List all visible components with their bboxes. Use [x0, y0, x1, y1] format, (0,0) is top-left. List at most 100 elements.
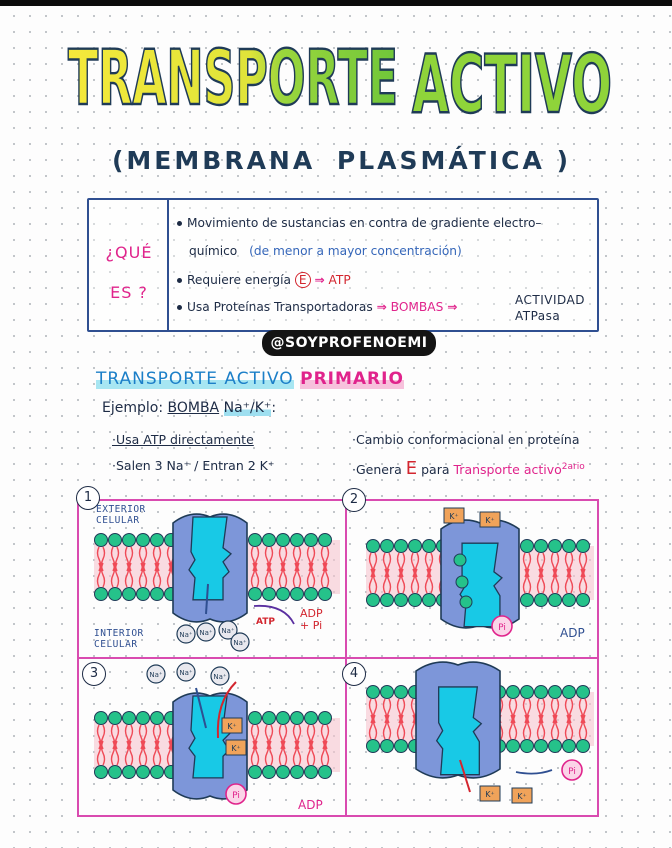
lipid-head: [123, 712, 136, 725]
na-ion: Na⁺: [179, 631, 193, 639]
lipid-head: [291, 588, 304, 601]
lipid-head: [563, 686, 576, 699]
lipid-head: [277, 588, 290, 601]
lipid-head: [577, 686, 590, 699]
lipid-head: [151, 712, 164, 725]
lipid-head: [109, 766, 122, 779]
lipid-head: [123, 588, 136, 601]
lipid-head: [563, 594, 576, 607]
lipid-head: [367, 740, 380, 753]
lipid-head: [109, 588, 122, 601]
lipid-head: [263, 588, 276, 601]
pi: Pi: [568, 767, 576, 777]
example-suffix: :: [271, 400, 276, 416]
k-ion: K⁺: [227, 722, 236, 731]
lipid-head: [305, 588, 318, 601]
subtitle-open: (MEMBRANA: [112, 146, 315, 175]
lipid-head: [137, 766, 150, 779]
title-lettering: TRANSPORTE ACTIVO: [60, 16, 620, 132]
pump-protein: [416, 662, 500, 778]
panel-number-2: 2: [342, 488, 366, 512]
lipid-head: [521, 540, 534, 553]
example-line: Ejemplo: BOMBA Na⁺/K⁺:: [102, 400, 276, 416]
interior-line1: INTERIOR: [94, 628, 144, 639]
lipid-head: [109, 712, 122, 725]
bullet3-text: Usa Proteínas Transportadoras: [187, 300, 373, 314]
lipid-head: [507, 740, 520, 753]
definition-bullet-1a: Movimiento de sustancias en contra de gr…: [177, 216, 542, 230]
lipid-head: [95, 588, 108, 601]
top-black-bar: [0, 0, 672, 6]
subtitle-close: ): [557, 146, 571, 175]
adp-pi-label: ADP + Pi: [300, 608, 323, 632]
lipid-head: [277, 766, 290, 779]
bullet-dot: [177, 221, 182, 226]
example-pump: BOMBA: [168, 400, 220, 416]
lipid-head: [319, 588, 332, 601]
lipid-head: [291, 712, 304, 725]
lipid-head: [577, 594, 590, 607]
example-ions: Na⁺/K⁺: [224, 400, 272, 416]
lipid-head: [151, 534, 164, 547]
lipid-head: [535, 540, 548, 553]
title-word-2: ACTIVO: [412, 38, 612, 131]
bullet-dot: [177, 278, 182, 283]
definition-bullet-3: Usa Proteínas Transportadoras ⇒ BOMBAS ⇒: [177, 300, 457, 314]
heading-part1: TRANSPORTE ACTIVO: [96, 369, 294, 389]
lipid-head: [535, 740, 548, 753]
pi: Pi: [232, 791, 240, 801]
atp-label: ATP: [256, 617, 275, 627]
lipid-head: [535, 686, 548, 699]
panel-number-4: 4: [342, 662, 366, 686]
arrow-icon: ⇒: [447, 300, 457, 314]
lipid-head: [305, 766, 318, 779]
feature-right-2: ·Genera E para Transporte activo2ario: [352, 458, 585, 479]
lipid-head: [263, 534, 276, 547]
lipid-head: [249, 534, 262, 547]
title-word-1: TRANSPORTE: [68, 33, 398, 122]
lipid-head: [395, 594, 408, 607]
bombas-text: BOMBAS: [391, 300, 444, 314]
lipid-head: [305, 712, 318, 725]
example-prefix: Ejemplo:: [102, 400, 163, 416]
exterior-line2: CELULAR: [96, 515, 146, 526]
atp-text: ATP: [329, 273, 351, 287]
lipid-head: [549, 740, 562, 753]
bullet1-paren: (de menor a mayor concentración): [249, 244, 462, 258]
lipid-head: [151, 766, 164, 779]
lipid-head: [319, 534, 332, 547]
definition-bullet-1b: químico (de menor a mayor concentración): [189, 244, 462, 258]
lipid-head: [549, 594, 562, 607]
feat-left1-text: ·Usa ATP directamente: [112, 432, 254, 447]
lipid-head: [151, 588, 164, 601]
lipid-head: [535, 594, 548, 607]
lipid-head: [507, 686, 520, 699]
exterior-label: EXTERIOR CELULAR: [96, 504, 146, 526]
lipid-head: [137, 534, 150, 547]
feat-left2-text: ·Salen 3 Na⁺ / Entran 2 K⁺: [112, 458, 274, 473]
exterior-line1: EXTERIOR: [96, 504, 146, 515]
pump-protein: [441, 520, 519, 628]
lipid-head: [381, 540, 394, 553]
question-label: ¿QUÉ ES ?: [99, 240, 159, 306]
lipid-head: [137, 588, 150, 601]
lipid-head: [95, 534, 108, 547]
na-bound-icon: [456, 576, 468, 588]
lipid-head: [395, 686, 408, 699]
definition-divider: [167, 200, 169, 330]
lipid-head: [95, 712, 108, 725]
author-handle: @SOYPROFENOEMI: [262, 330, 436, 356]
k-ion: K⁺: [517, 792, 526, 801]
bullet-dot: [177, 305, 182, 310]
main-title: TRANSPORTE ACTIVO: [60, 16, 620, 132]
definition-box: ¿QUÉ ES ? Movimiento de sustancias en co…: [87, 198, 599, 332]
p3-adp-label: ADP: [298, 798, 323, 812]
interior-line2: CELULAR: [94, 639, 144, 650]
k-ion: K⁺: [485, 790, 494, 799]
pump-channel: [437, 687, 482, 775]
lipid-head: [263, 712, 276, 725]
lipid-head: [409, 594, 422, 607]
